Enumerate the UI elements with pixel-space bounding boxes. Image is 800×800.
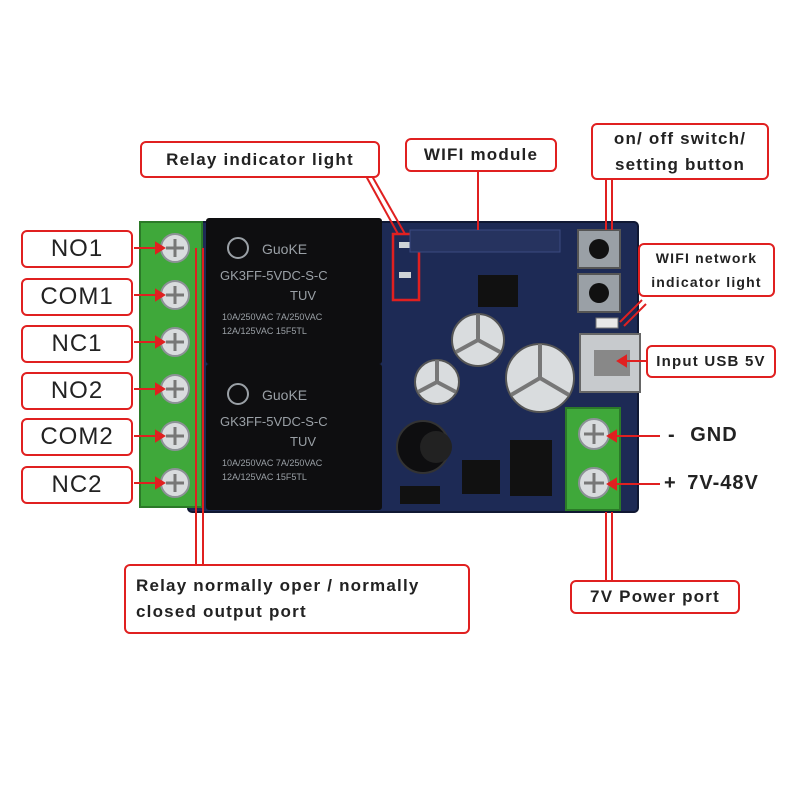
wifi-network-led bbox=[595, 317, 619, 329]
callout-onoff-line-1: on/ off switch/ bbox=[613, 128, 747, 148]
callout-relay-indicator: Relay indicator light bbox=[140, 141, 380, 178]
gnd-text: GND bbox=[690, 424, 738, 446]
vin-sign: + bbox=[664, 472, 677, 494]
callout-wifi-network-line-1: WIFI network bbox=[655, 250, 758, 266]
regulator-ic-2 bbox=[510, 440, 552, 496]
callout-relay-port-line-1: Relay normally oper / normally bbox=[136, 576, 420, 595]
output-terminal-block bbox=[139, 221, 203, 508]
pin-label-nc1: NC1 bbox=[21, 325, 133, 363]
callout-relay-port: Relay normally oper / normally closed ou… bbox=[124, 564, 470, 634]
callout-usb-input: Input USB 5V bbox=[646, 345, 776, 378]
regulator-ic-1 bbox=[462, 460, 500, 494]
wifi-module-chip bbox=[409, 229, 561, 253]
relay-indicator-leds bbox=[391, 232, 421, 302]
gnd-label: - GND bbox=[668, 424, 738, 447]
pin-label-nc2: NC2 bbox=[21, 466, 133, 504]
callout-wifi-module: WIFI module bbox=[405, 138, 557, 172]
relay-1-marks: TUV bbox=[290, 288, 316, 303]
relay-1-model: GK3FF-5VDC-S-C bbox=[220, 268, 328, 283]
vin-label: + 7V-48V bbox=[664, 472, 759, 495]
wifi-ic bbox=[478, 275, 518, 307]
relay-2-rating-1: 10A/250VAC 7A/250VAC bbox=[222, 458, 323, 468]
pin-label-no1: NO1 bbox=[21, 230, 133, 268]
relay-2-marks: TUV bbox=[290, 434, 316, 449]
callout-onoff-switch: on/ off switch/ setting button bbox=[591, 123, 769, 180]
callout-lines bbox=[134, 170, 660, 582]
callout-relay-port-line-2: closed output port bbox=[136, 602, 307, 621]
vin-text: 7V-48V bbox=[687, 472, 759, 494]
relay-2-brand: GuoKE bbox=[262, 387, 307, 403]
callout-wifi-network-line-2: indicator light bbox=[651, 274, 762, 290]
relay-1 bbox=[206, 218, 382, 364]
relay-1-brand: GuoKE bbox=[262, 241, 307, 257]
relay-2-rating-2: 12A/125VAC 15F5TL bbox=[222, 472, 307, 482]
callout-wifi-network: WIFI network indicator light bbox=[638, 243, 775, 297]
callout-power-port: 7V Power port bbox=[570, 580, 740, 614]
diode bbox=[400, 486, 440, 504]
relay-2 bbox=[206, 364, 382, 510]
relay-1-rating-2: 12A/125VAC 15F5TL bbox=[222, 326, 307, 336]
callout-onoff-line-2: setting button bbox=[614, 154, 746, 174]
gnd-sign: - bbox=[668, 424, 676, 446]
pin-label-no2: NO2 bbox=[21, 372, 133, 410]
relay-2-model: GK3FF-5VDC-S-C bbox=[220, 414, 328, 429]
output-terminal-screws bbox=[160, 233, 190, 498]
pin-label-com2: COM2 bbox=[21, 418, 133, 456]
pin-label-com1: COM1 bbox=[21, 278, 133, 316]
relay-1-rating-1: 10A/250VAC 7A/250VAC bbox=[222, 312, 323, 322]
